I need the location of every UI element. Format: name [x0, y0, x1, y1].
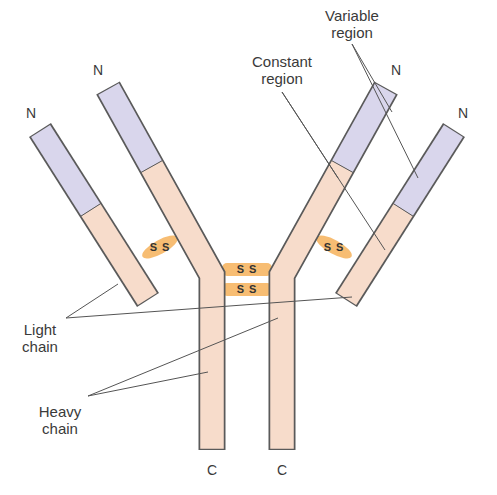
disulfide-label: S S	[237, 261, 258, 278]
variable-region	[403, 131, 453, 210]
variable-region	[109, 89, 152, 167]
light-chain	[40, 130, 148, 300]
constant-region	[91, 210, 148, 299]
light-chain-outline	[40, 130, 148, 300]
disulfide-bond	[313, 231, 355, 263]
leader-lines	[66, 44, 418, 396]
constant-region	[282, 167, 342, 449]
terminus-label: C	[277, 462, 287, 479]
variable-region	[342, 89, 385, 167]
region-label: Constant region	[242, 53, 322, 87]
disulfide-label: S S	[237, 281, 258, 298]
terminus-label: N	[26, 105, 36, 122]
region-divider	[81, 203, 101, 216]
variable-region	[41, 131, 91, 210]
region-label: Variable region	[312, 7, 392, 41]
chain-label: Heavy chain	[30, 403, 90, 437]
chains	[40, 88, 454, 450]
region-divider	[331, 160, 353, 172]
disulfide-label: S S	[324, 239, 345, 256]
leader-line	[88, 372, 208, 396]
region-divider	[141, 160, 163, 172]
chain-label: Light chain	[10, 321, 70, 355]
leader-line	[66, 297, 352, 318]
terminus-label: N	[391, 62, 401, 79]
disulfide-bond	[139, 231, 181, 263]
terminus-label: N	[93, 62, 103, 79]
terminus-label: N	[458, 105, 468, 122]
leader-line	[282, 92, 385, 250]
disulfide-label: S S	[150, 239, 171, 256]
leader-line	[352, 44, 392, 112]
leader-line	[66, 284, 118, 318]
leader-line	[352, 44, 418, 178]
region-divider	[393, 203, 413, 216]
constant-region	[347, 210, 404, 299]
terminus-label: C	[207, 462, 217, 479]
leader-line	[88, 318, 278, 396]
